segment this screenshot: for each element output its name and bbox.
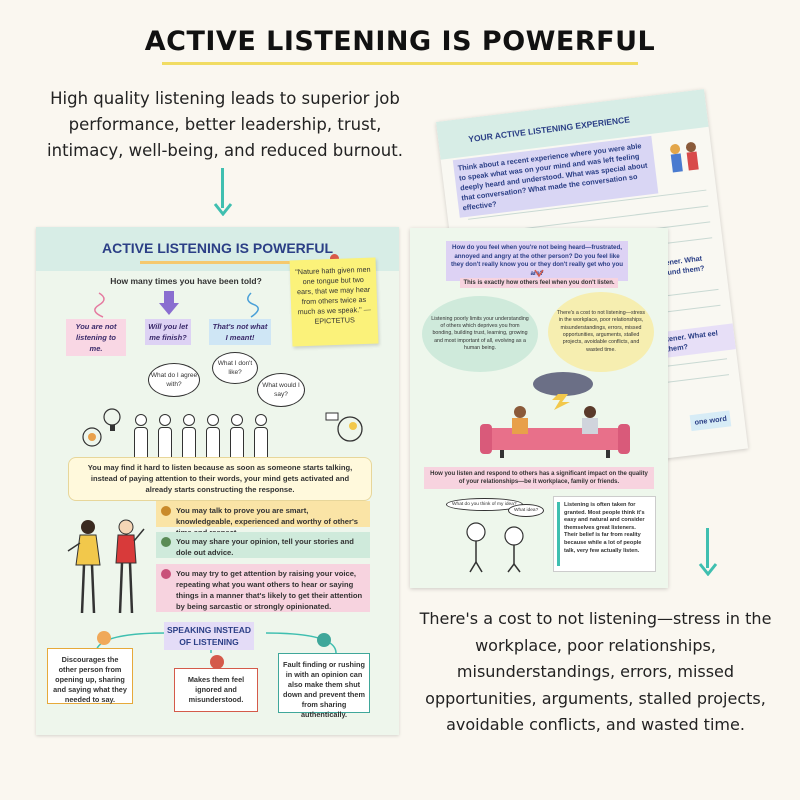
chevron-down-icon (534, 269, 544, 278)
tag-not-what-i-meant: That's not what I meant! (209, 319, 271, 345)
squiggle-arrows-icon (94, 291, 259, 318)
point-share-opinion: You may share your opinion, tell your st… (156, 532, 370, 558)
person-figure (254, 414, 268, 459)
down-arrow-icon (698, 528, 718, 578)
down-arrow-icon (213, 168, 233, 218)
tag-let-me-finish: Will you let me finish? (145, 319, 191, 345)
group-illustration (132, 405, 282, 459)
two-people-talking-illustration (67, 519, 145, 614)
consequence-shut-down: Fault finding or rushing in with an opin… (278, 653, 370, 719)
quote-note: "Nature hath given men one tongue but tw… (289, 257, 379, 347)
thought-bubble: What I don't like? (212, 352, 258, 384)
upset-face-icon (317, 633, 331, 647)
worksheet-title-underline (140, 261, 290, 264)
speech-what-idea: What idea? (508, 504, 545, 517)
worksheet-title: ACTIVE LISTENING IS POWERFUL (101, 240, 333, 256)
thought-bubble: What would I say? (257, 373, 305, 407)
speech-idea: What do you think of my idea? (446, 498, 523, 511)
point-text: You may try to get attention by raising … (176, 569, 363, 611)
angry-face-icon (210, 655, 224, 669)
impact-banner: How you listen and respond to others has… (424, 467, 654, 489)
taken-for-granted-card: Listening is often taken for granted. Mo… (553, 496, 656, 572)
head-lightbulb-icon (325, 412, 363, 442)
point-text: You may share your opinion, tell your st… (176, 537, 354, 557)
two-kids-illustration (466, 522, 524, 573)
person-figure (158, 414, 172, 459)
person-figure (182, 414, 196, 459)
person-figure (230, 414, 244, 459)
consequence-ignored: Makes them feel ignored and misunderstoo… (174, 668, 258, 712)
frown-face-icon (97, 631, 111, 645)
hard-to-listen-box: You may find it hard to listen because a… (68, 457, 372, 501)
cloud-cost: There's a cost to not listening—stress i… (548, 292, 654, 372)
bullet-icon (161, 506, 171, 516)
worksheet-your-experience: YOUR ACTIVE LISTENING EXPERIENCE Think a… (436, 89, 749, 482)
bullet-icon (161, 537, 171, 547)
speaking-instead-label: SPEAKING INSTEAD OF LISTENING (164, 622, 254, 650)
brain-lightbulb-icon (82, 408, 121, 447)
tag-not-listening: You are not listening to me. (66, 319, 126, 356)
couch-couple-illustration (480, 406, 630, 458)
outro-text: There's a cost to not listening—stress i… (419, 609, 772, 734)
card-text: Listening is often taken for granted. Mo… (564, 502, 645, 554)
page-title: ACTIVE LISTENING IS POWERFUL (144, 26, 656, 57)
person-figure (134, 414, 148, 459)
worksheet-active-listening: ACTIVE LISTENING IS POWERFUL How many ti… (36, 227, 399, 735)
people-hug-icon (670, 142, 699, 173)
bullet-icon (161, 569, 171, 579)
told-question: How many times you have been told? (110, 276, 262, 286)
storm-cloud-icon (533, 372, 593, 410)
how-others-feel-banner: This is exactly how others feel when you… (460, 278, 618, 288)
card-accent-bar (557, 502, 560, 566)
cloud-listening-poorly: Listening poorly limits your understandi… (422, 296, 538, 372)
consequence-discourages: Discourages the other person from openin… (47, 648, 133, 704)
person-figure (206, 414, 220, 459)
title-underline (162, 62, 638, 65)
worksheet-cost-of-not-listening: How do you feel when you're not being he… (410, 228, 668, 588)
intro-text: High quality listening leads to superior… (47, 89, 403, 160)
thought-bubble: What do I agree with? (148, 363, 200, 397)
point-get-attention: You may try to get attention by raising … (156, 564, 370, 612)
point-prove-smart: You may talk to prove you are smart, kno… (156, 501, 370, 537)
fragment-one-word: one word (689, 410, 732, 432)
